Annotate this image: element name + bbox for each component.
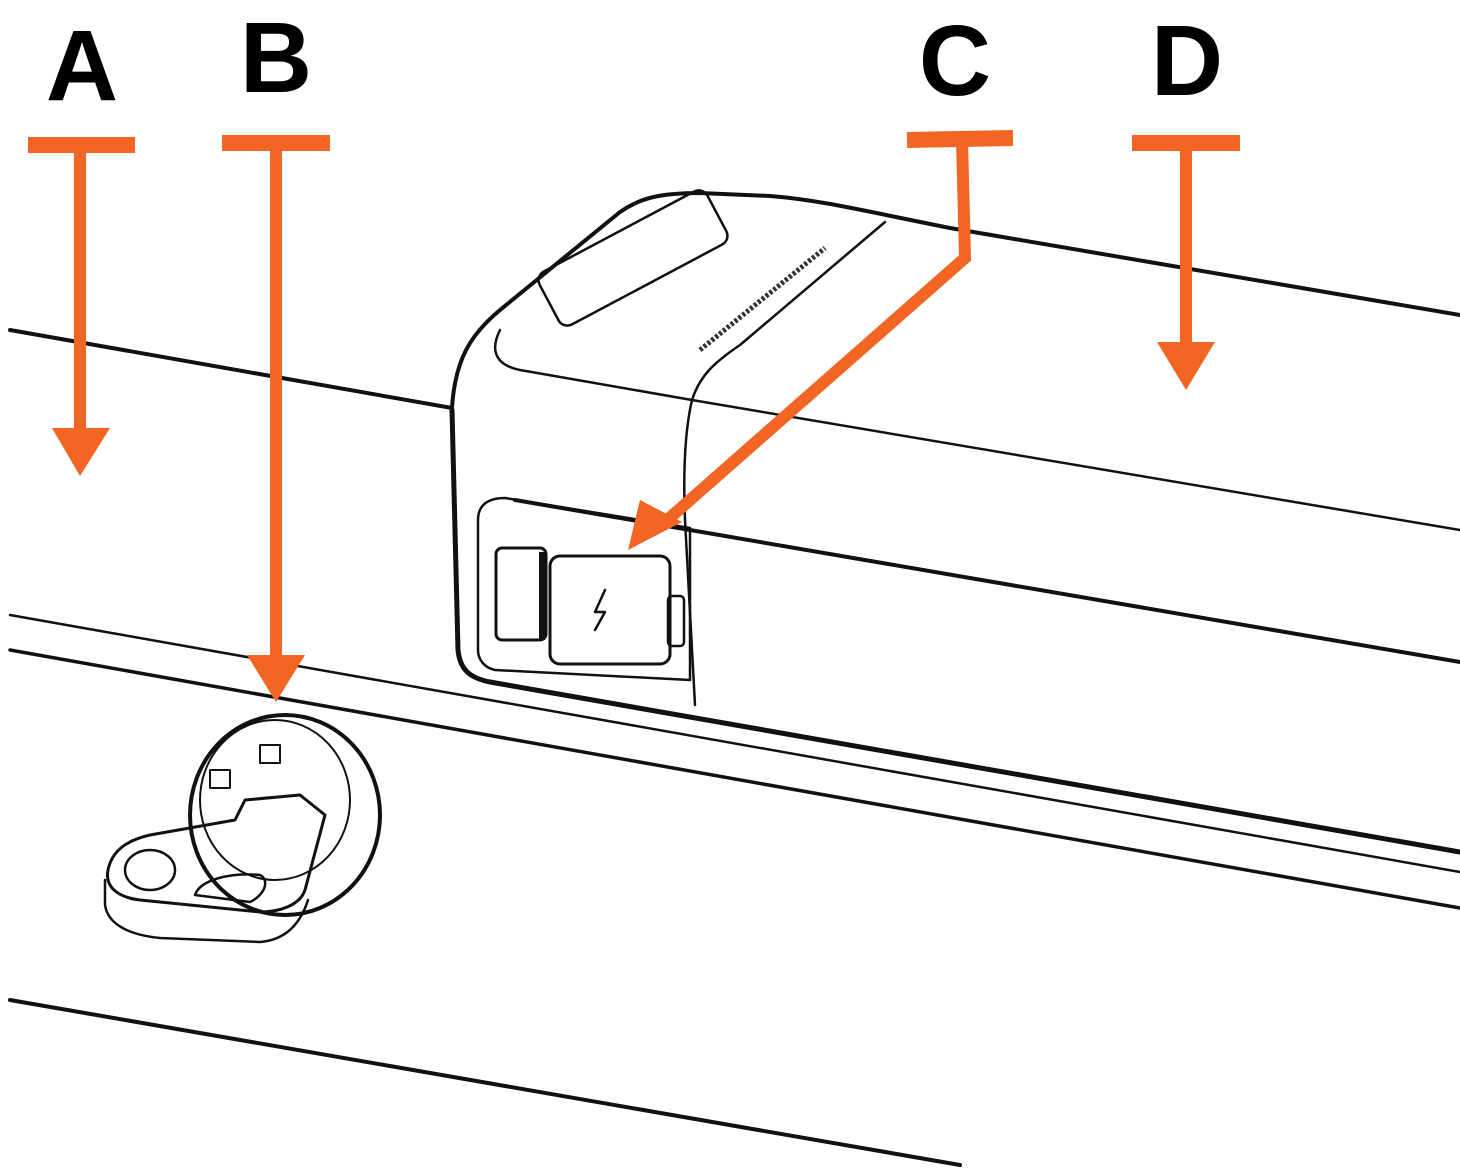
label-b: B (240, 2, 312, 114)
label-a: A (46, 10, 118, 122)
lock-symbol-closed-icon (259, 744, 281, 764)
battery-top-outline (450, 191, 1460, 410)
callout-c: C (628, 5, 1014, 550)
arrow-c-bar (906, 130, 1014, 148)
lightning-icon (593, 588, 607, 632)
key (105, 793, 327, 914)
battery-body (449, 189, 1460, 855)
label-d: D (1151, 5, 1223, 117)
charging-cover-hinge (666, 594, 686, 648)
lock-ring-inner (199, 719, 351, 881)
charging-plug (494, 546, 548, 642)
arrow-a-head (52, 428, 110, 476)
lock-symbol-open-icon (209, 769, 231, 789)
battery-label-plate (537, 189, 729, 327)
callout-d: D (1132, 5, 1240, 390)
frame-rail-edge-2 (8, 648, 1460, 910)
battery-cap-front-seam (683, 398, 697, 707)
callout-b: B (222, 2, 330, 702)
callout-a: A (28, 10, 135, 476)
charging-port-cover (548, 554, 672, 666)
label-c: C (919, 5, 991, 117)
frame-rail-edge-1 (8, 613, 1460, 874)
key-lock (103, 713, 382, 944)
key-hole (123, 848, 177, 892)
arrow-d-head (1157, 342, 1215, 390)
battery-cap-edge (494, 328, 1460, 532)
arrow-c-stem (661, 139, 972, 527)
key-thickness (103, 878, 310, 944)
battery-side-edge (513, 498, 1460, 664)
arrow-c-head (628, 500, 682, 550)
charging-port (476, 496, 692, 682)
battery-cap-seam (690, 220, 887, 402)
battery-serial-text-mark (698, 246, 827, 352)
key-grip (193, 873, 267, 904)
charging-port-recess (476, 496, 692, 682)
arrow-b-head (247, 655, 305, 702)
frame-bottom-edge (8, 998, 962, 1167)
battery-bottom-outline (449, 407, 1460, 855)
lock-ring (188, 713, 382, 917)
